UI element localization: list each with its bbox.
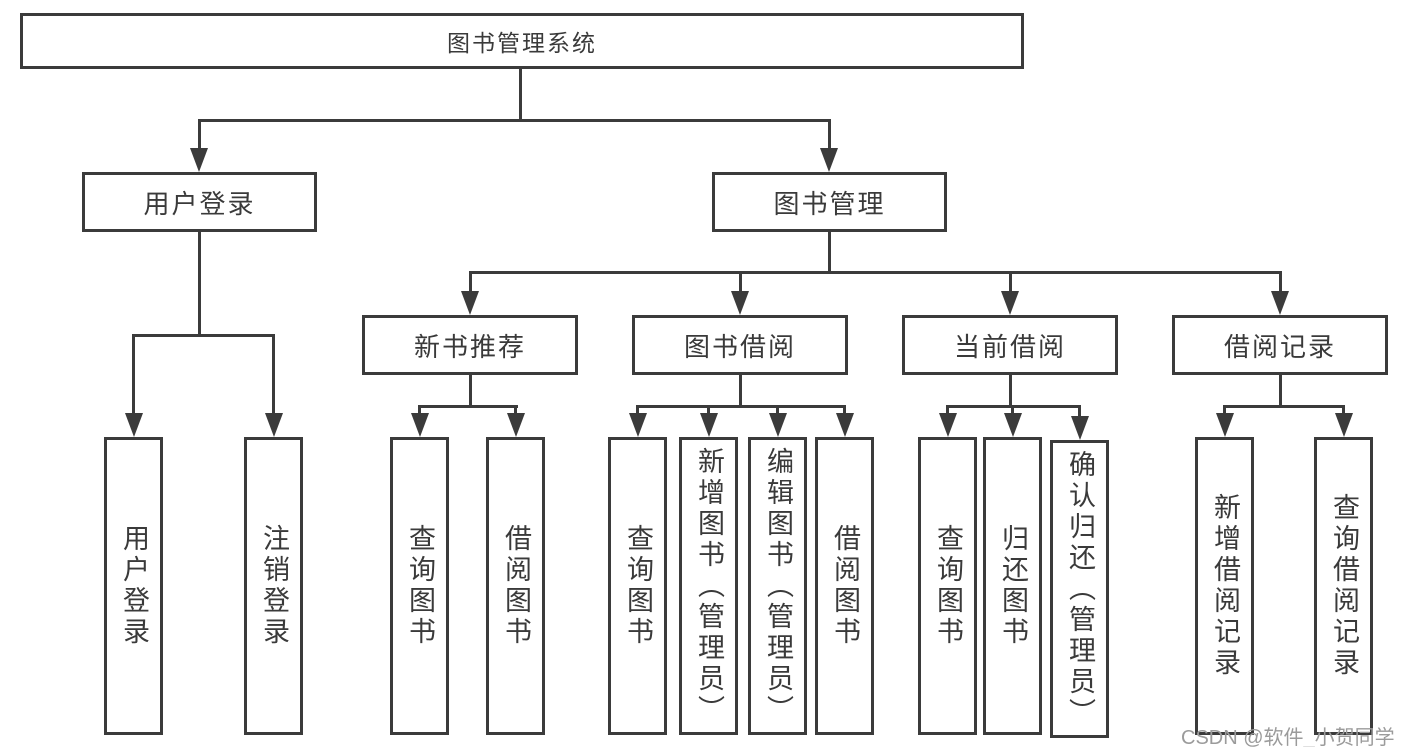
connector-vline <box>827 232 831 272</box>
connector-vline <box>1278 270 1282 293</box>
node-label: 用户登录 <box>119 524 149 648</box>
connector-vline <box>197 118 201 151</box>
leaf-return-books: 归还图书 <box>983 437 1042 735</box>
node-label: 图书管理 <box>773 188 886 219</box>
csdn-watermark: CSDN @软件_小贺同学 <box>1181 727 1395 747</box>
node-label: 借阅图书 <box>501 524 531 648</box>
connector-vline <box>776 404 779 416</box>
connector-vline <box>636 404 639 416</box>
connector-vline <box>1223 404 1226 416</box>
connector-vline <box>272 333 275 415</box>
connector-vline <box>1278 375 1282 406</box>
connector-hline <box>418 404 518 408</box>
node-label: 图书借阅 <box>683 331 796 362</box>
connector-vline <box>1008 375 1012 406</box>
connector-vline <box>738 375 742 406</box>
leaf-query-books-recommend: 查询图书 <box>390 437 449 735</box>
connector-vline <box>468 270 472 293</box>
node-label: 注销登录 <box>259 524 289 648</box>
connector-vline <box>418 404 421 416</box>
connector-vline <box>1008 270 1012 293</box>
connector-vline <box>514 404 517 416</box>
node-book-borrowing: 图书借阅 <box>632 315 848 375</box>
arrow-down-icon <box>938 413 957 437</box>
connector-vline <box>1011 404 1014 416</box>
leaf-borrow-books-recommend: 借阅图书 <box>486 437 545 735</box>
node-label: 借阅记录 <box>1223 331 1336 362</box>
node-label: 编辑图书（管理员） <box>763 446 793 726</box>
arrow-down-icon <box>820 148 838 172</box>
arrow-down-icon <box>1334 413 1353 437</box>
connector-vline <box>946 404 949 416</box>
node-label: 确认归还（管理员） <box>1065 449 1095 729</box>
leaf-query-books-current: 查询图书 <box>918 437 977 735</box>
leaf-query-books-borrowing: 查询图书 <box>608 437 667 735</box>
arrow-down-icon <box>461 291 479 315</box>
node-label: 图书管理系统 <box>447 30 597 56</box>
arrow-down-icon <box>699 413 718 437</box>
arrow-down-icon <box>835 413 854 437</box>
connector-vline <box>1342 404 1345 416</box>
leaf-user-login: 用户登录 <box>104 437 163 735</box>
connector-vline <box>518 69 522 120</box>
node-user-login-branch: 用户登录 <box>82 172 317 232</box>
leaf-logout: 注销登录 <box>244 437 303 735</box>
connector-hline <box>197 118 831 122</box>
connector-hline <box>1223 404 1345 408</box>
connector-hline <box>132 333 275 337</box>
node-label: 查询图书 <box>623 524 653 648</box>
arrow-down-icon <box>506 413 525 437</box>
node-label: 新书推荐 <box>413 331 526 362</box>
node-label: 归还图书 <box>998 524 1028 648</box>
connector-hline <box>636 404 846 408</box>
node-label: 新增图书（管理员） <box>694 446 724 726</box>
arrow-down-icon <box>190 148 208 172</box>
leaf-query-borrow-record: 查询借阅记录 <box>1314 437 1373 735</box>
arrow-down-icon <box>1271 291 1289 315</box>
connector-vline <box>738 270 742 293</box>
arrow-down-icon <box>731 291 749 315</box>
node-label: 查询借阅记录 <box>1329 493 1359 679</box>
arrow-down-icon <box>1215 413 1234 437</box>
arrow-down-icon <box>1003 413 1022 437</box>
connector-vline <box>1078 404 1081 418</box>
node-new-book-recommendation: 新书推荐 <box>362 315 578 375</box>
arrow-down-icon <box>768 413 787 437</box>
connector-vline <box>827 118 831 151</box>
arrow-down-icon <box>124 413 143 437</box>
connector-vline <box>707 404 710 416</box>
node-current-borrowing: 当前借阅 <box>902 315 1118 375</box>
arrow-down-icon <box>1001 291 1019 315</box>
arrow-down-icon <box>264 413 283 437</box>
connector-vline <box>468 375 472 406</box>
leaf-confirm-return-admin: 确认归还（管理员） <box>1050 440 1109 738</box>
leaf-add-books-admin: 新增图书（管理员） <box>679 437 738 735</box>
node-label: 查询图书 <box>405 524 435 648</box>
leaf-edit-books-admin: 编辑图书（管理员） <box>748 437 807 735</box>
leaf-add-borrow-record: 新增借阅记录 <box>1195 437 1254 735</box>
connector-vline <box>197 232 201 335</box>
arrow-down-icon <box>410 413 429 437</box>
node-borrowing-records: 借阅记录 <box>1172 315 1388 375</box>
node-label: 借阅图书 <box>830 524 860 648</box>
node-label: 用户登录 <box>143 188 256 219</box>
arrow-down-icon <box>628 413 647 437</box>
arrow-down-icon <box>1070 416 1089 440</box>
leaf-borrow-books: 借阅图书 <box>815 437 874 735</box>
node-book-management-branch: 图书管理 <box>712 172 947 232</box>
node-label: 查询图书 <box>933 524 963 648</box>
connector-vline <box>132 333 135 415</box>
connector-vline <box>843 404 846 416</box>
node-label: 新增借阅记录 <box>1210 493 1240 679</box>
connector-hline <box>468 270 1282 274</box>
node-library-management-system: 图书管理系统 <box>20 13 1024 69</box>
node-label: 当前借阅 <box>953 331 1066 362</box>
